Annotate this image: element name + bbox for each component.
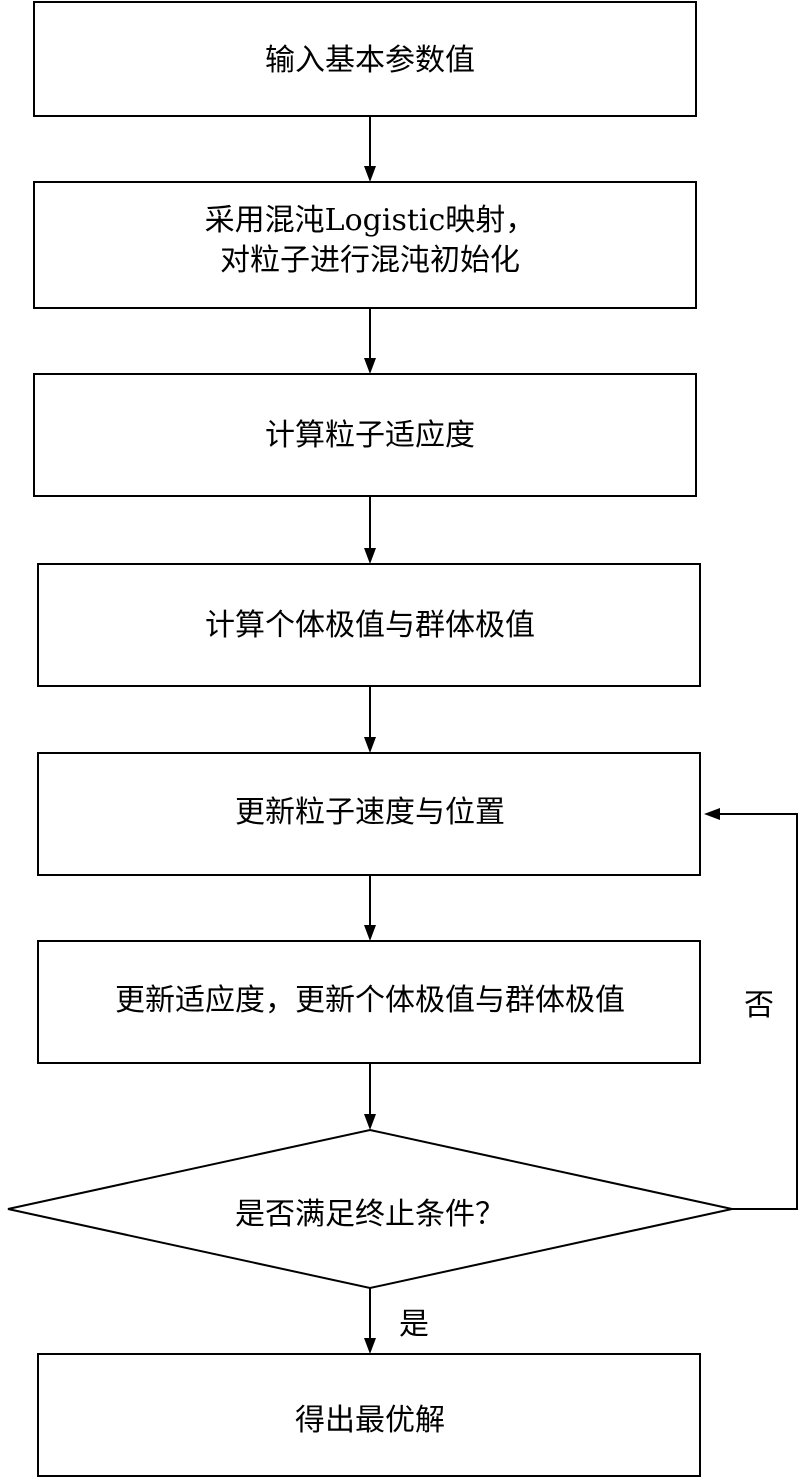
arrowhead-6-to-decision bbox=[364, 1114, 376, 1130]
step-compute-fitness-label: 计算粒子适应度 bbox=[265, 418, 475, 453]
yes-branch-label: 是 bbox=[399, 1307, 429, 1342]
arrowhead-3-to-4 bbox=[364, 548, 376, 564]
loop-back-no-arrowhead bbox=[704, 808, 720, 820]
step-chaos-init-label-line-2: 对粒子进行混沌初始化 bbox=[220, 243, 520, 278]
step-input-parameters-label: 输入基本参数值 bbox=[265, 43, 475, 78]
loop-back-no-path bbox=[718, 813, 798, 1210]
step-input-parameters-box bbox=[33, 1, 697, 117]
arrowhead-5-to-6 bbox=[364, 925, 376, 941]
step-compute-extrema-box bbox=[37, 563, 701, 687]
step-update-fitness-extrema-box bbox=[37, 940, 701, 1064]
step-chaos-init-box bbox=[33, 181, 697, 309]
arrowhead-2-to-3 bbox=[364, 358, 376, 374]
arrowhead-decision-to-end bbox=[364, 1338, 376, 1354]
step-optimal-solution-box bbox=[37, 1353, 701, 1477]
arrowhead-4-to-5 bbox=[364, 737, 376, 753]
step-optimal-solution-label: 得出最优解 bbox=[295, 1403, 445, 1438]
arrowhead-1-to-2 bbox=[364, 166, 376, 182]
step-compute-extrema-label: 计算个体极值与群体极值 bbox=[205, 608, 535, 643]
step-update-fitness-extrema-label: 更新适应度，更新个体极值与群体极值 bbox=[115, 983, 625, 1018]
step-compute-fitness-box bbox=[33, 373, 697, 497]
decision-termination-label: 是否满足终止条件？ bbox=[235, 1197, 505, 1232]
step-chaos-init-label-line-1: 采用混沌Logistic映射， bbox=[205, 203, 536, 238]
step-update-velocity-position-label: 更新粒子速度与位置 bbox=[235, 795, 505, 830]
no-branch-label: 否 bbox=[744, 988, 774, 1023]
step-update-velocity-position-box bbox=[37, 752, 701, 876]
